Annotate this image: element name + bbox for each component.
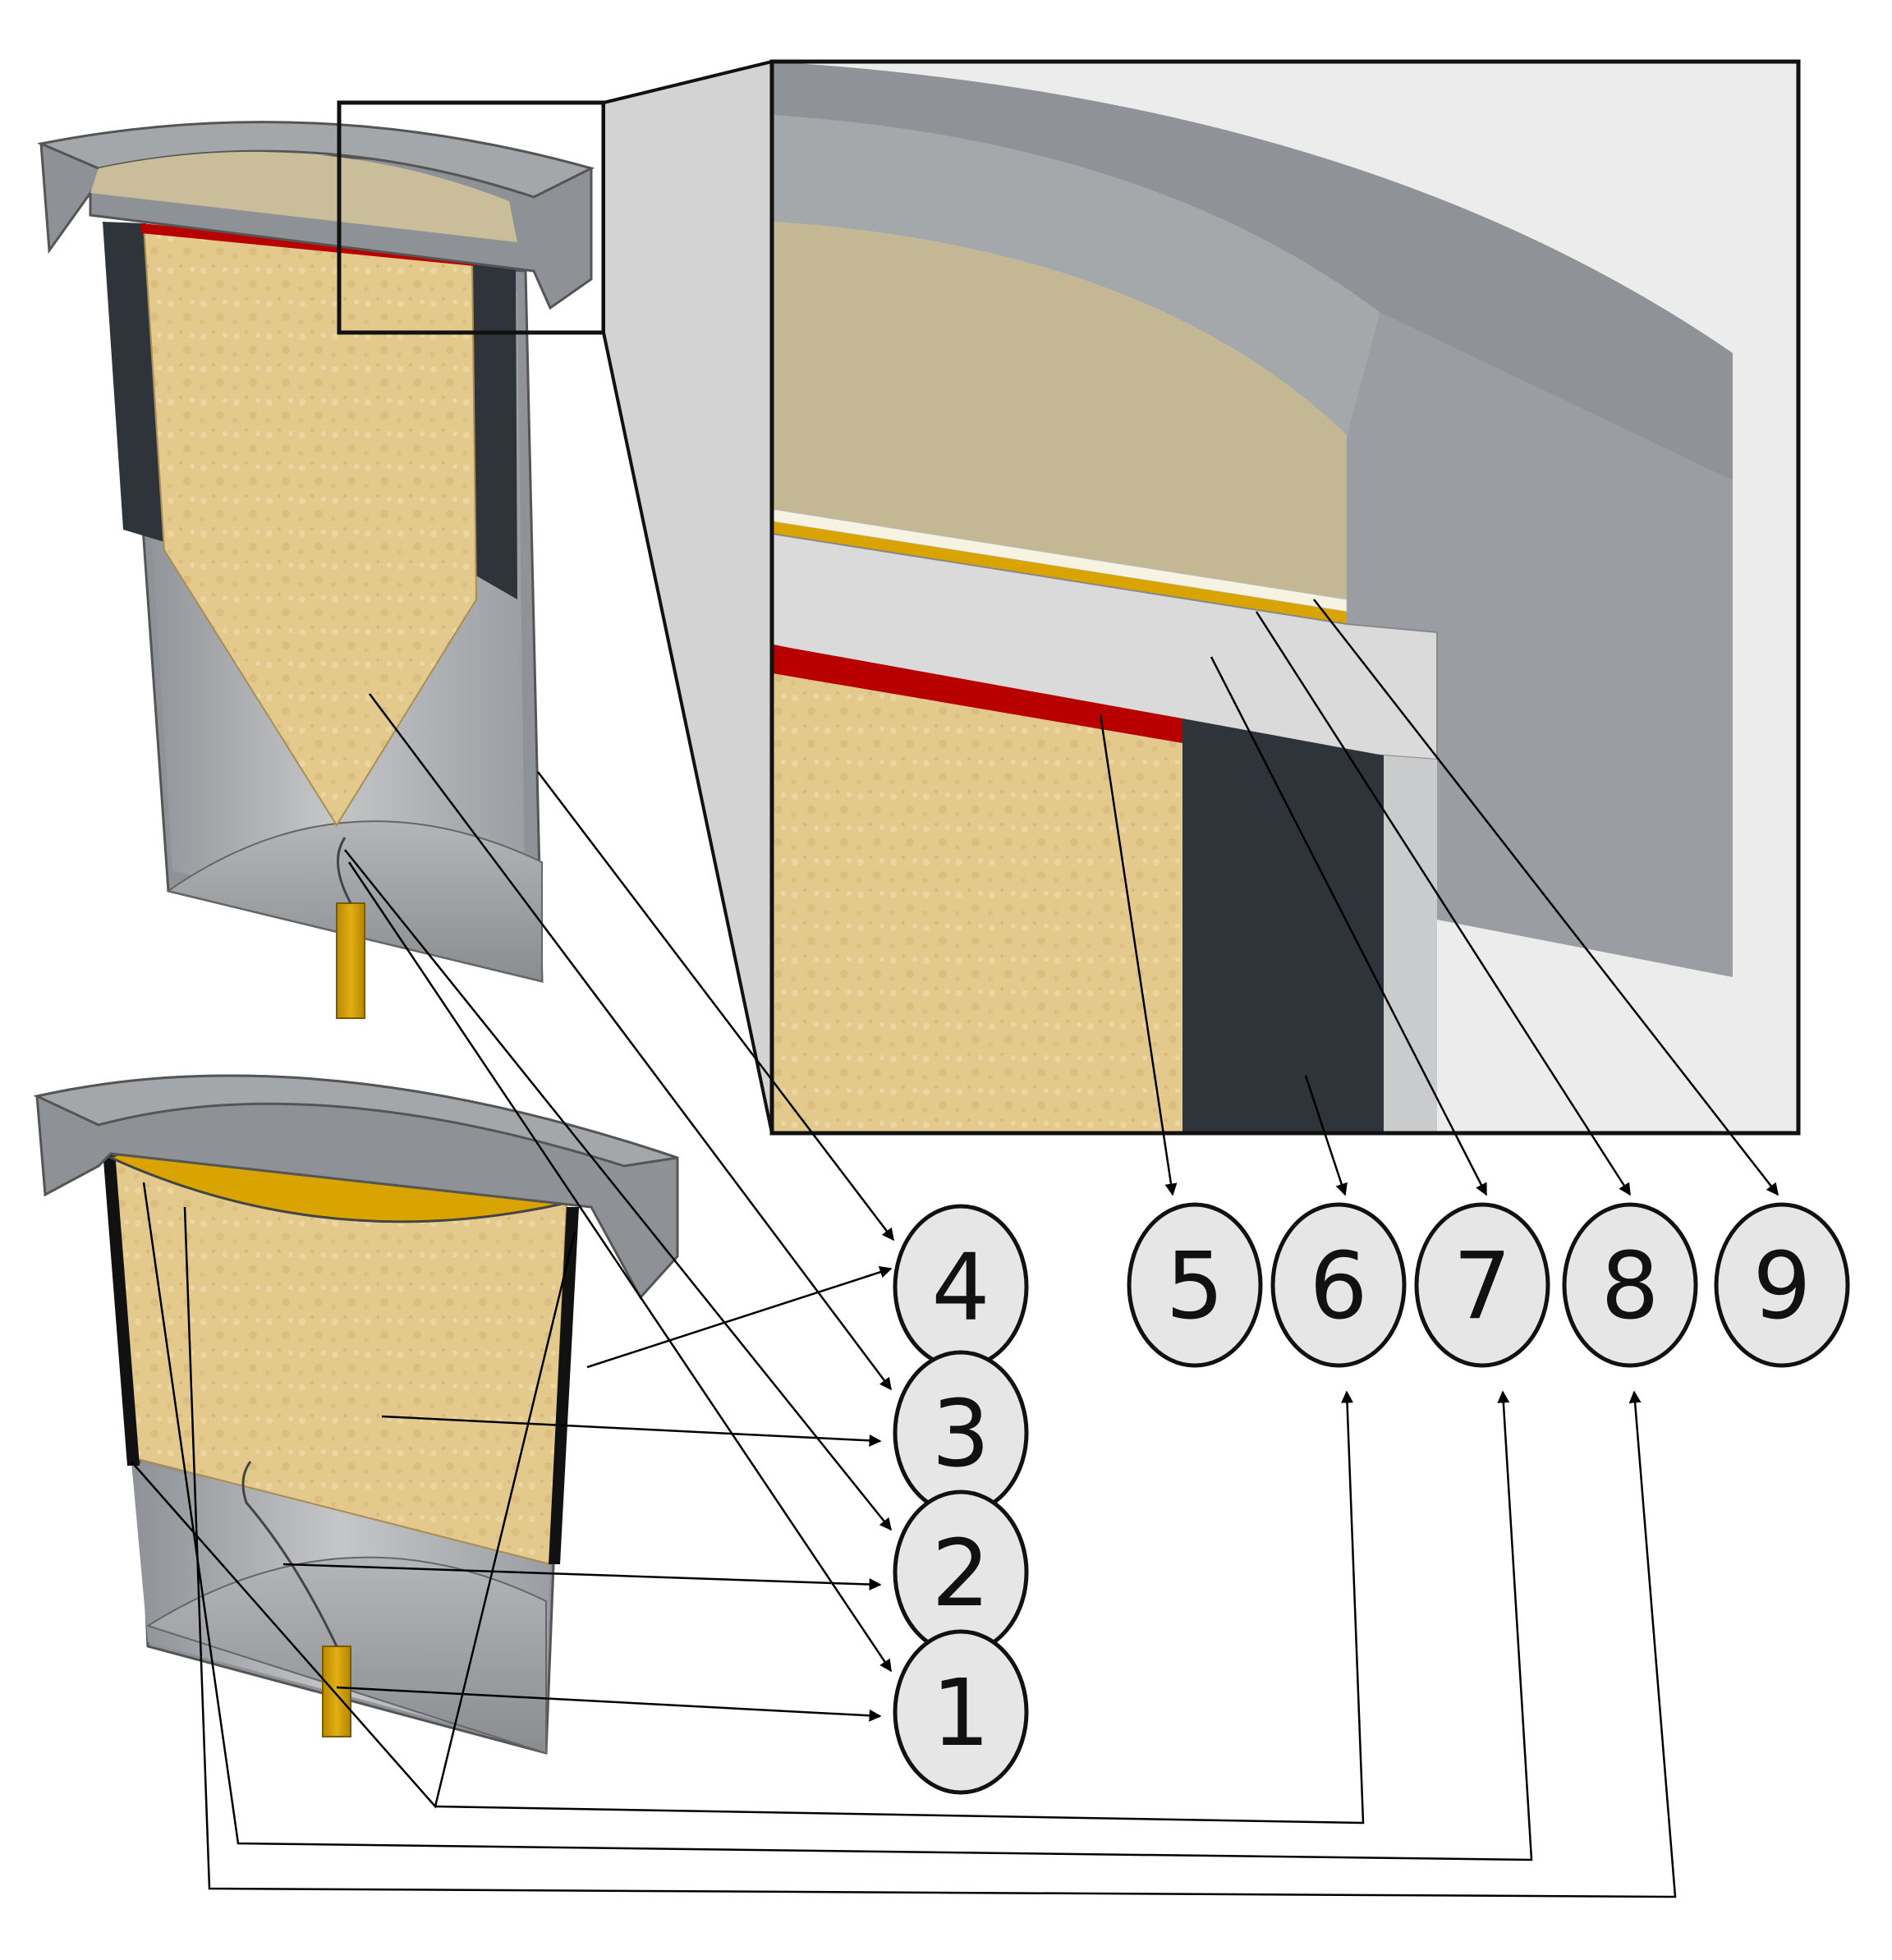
- top-container-cutaway: [36, 100, 606, 1019]
- top-dark-layer-right: [472, 264, 517, 599]
- callout-5: 5: [1127, 1202, 1263, 1368]
- bottom-container-cutaway: [33, 1074, 679, 1755]
- leader-inset-8: [1255, 611, 1632, 1196]
- callout-8-label: 8: [1600, 1233, 1659, 1340]
- bottom-sensor-stud: [322, 1646, 351, 1737]
- inset-rim-inner: [772, 115, 1380, 435]
- bottom-dark-right: [549, 1207, 579, 1564]
- leader-inset-9: [1313, 599, 1779, 1196]
- leader-bottom-1: [336, 1686, 882, 1722]
- callout-9: 9: [1714, 1202, 1850, 1368]
- inset-dark-layer: [1182, 718, 1384, 1133]
- leader-top-4: [537, 771, 894, 1242]
- leader-inset-5: [1099, 714, 1178, 1196]
- bottom-sensor-wire: [241, 1461, 338, 1647]
- callout-2: 2: [893, 1490, 1029, 1655]
- callouts: 4 3 2 1 5 6 7 8: [893, 1202, 1850, 1795]
- leader-top-1: [347, 861, 893, 1673]
- top-red-layer: [141, 223, 475, 266]
- leader-bottom-6b: [434, 1390, 1365, 1825]
- callout-1: 1: [893, 1629, 1029, 1795]
- zoom-projection: [602, 59, 774, 1134]
- callout-2-label: 2: [931, 1521, 990, 1627]
- leader-inset-6: [1304, 1075, 1348, 1196]
- inset-red-layer: [772, 645, 1182, 743]
- inset-sand: [772, 673, 1182, 1133]
- top-sensor-stud: [336, 902, 365, 1019]
- callout-5-label: 5: [1165, 1233, 1224, 1340]
- leader-bottom-4: [586, 1266, 893, 1369]
- leader-bottom-8: [183, 1206, 1677, 1898]
- leader-lines: [131, 599, 1779, 1898]
- callout-6-label: 6: [1309, 1233, 1367, 1340]
- inset-liner-strip: [1384, 755, 1437, 1133]
- leader-bottom-2: [282, 1563, 882, 1591]
- callout-8: 8: [1562, 1202, 1698, 1368]
- leader-bottom-3: [381, 1415, 882, 1447]
- leader-top-3: [368, 693, 893, 1391]
- leader-inset-7: [1210, 656, 1488, 1196]
- leader-top-2: [344, 849, 892, 1531]
- callout-9-label: 9: [1752, 1233, 1811, 1340]
- callout-3-label: 3: [931, 1381, 990, 1488]
- inset-rim-side: [1347, 312, 1733, 977]
- bottom-dark-left: [103, 1150, 140, 1466]
- zoom-inset: [769, 59, 1801, 1136]
- inset-fill-surface: [772, 222, 1347, 599]
- callout-1-label: 1: [931, 1660, 990, 1767]
- bottom-rim-top: [33, 1074, 678, 1168]
- callout-3: 3: [893, 1350, 1029, 1516]
- callout-4: 4: [893, 1204, 1029, 1370]
- top-rim-top: [36, 121, 595, 199]
- inset-rim-top: [772, 62, 1733, 480]
- top-fill-surface: [90, 151, 517, 242]
- leader-bottom-7: [142, 1182, 1533, 1861]
- inset-frame: [769, 59, 1801, 1136]
- top-sensor-wire: [337, 837, 352, 904]
- callout-7: 7: [1414, 1202, 1550, 1368]
- callout-6: 6: [1270, 1202, 1407, 1368]
- callout-7-label: 7: [1453, 1233, 1511, 1340]
- top-floor: [166, 820, 543, 983]
- inset-gold-layer: [772, 521, 1347, 624]
- callout-4-label: 4: [931, 1235, 990, 1342]
